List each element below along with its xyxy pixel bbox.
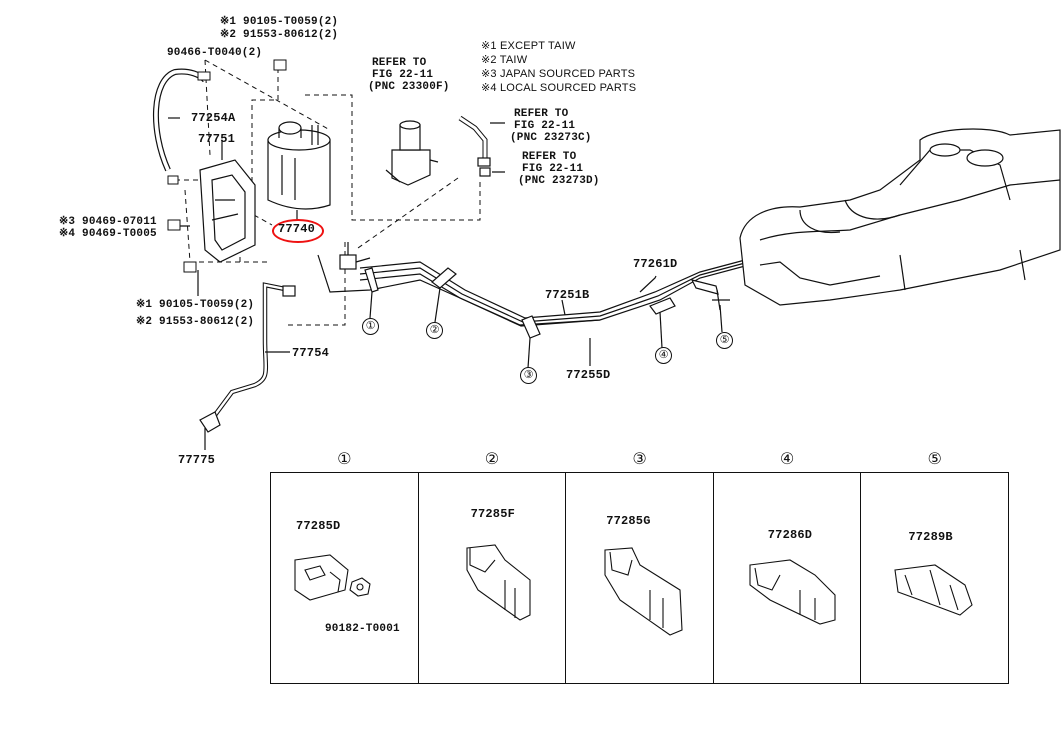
panel-5-number: ⑤	[927, 451, 942, 468]
label-77261D: 77261D	[633, 257, 678, 271]
label-top-bolt-2: ※2 91553-80612(2)	[220, 29, 339, 41]
label-bracket-4: ※4 90469-T0005	[59, 228, 157, 240]
refer-3-line2: FIG 22-11	[522, 163, 584, 175]
refer-1-line2: FIG 22-11	[372, 69, 434, 81]
label-77775: 77775	[178, 453, 216, 467]
panel-1-number: ①	[337, 451, 352, 468]
label-bottom-bolt-2: ※2 91553-80612(2)	[136, 316, 255, 328]
label-77255D: 77255D	[566, 368, 611, 382]
highlight-ring	[272, 219, 324, 243]
callout-3: ③	[520, 367, 537, 384]
panel-3-part: 77285G	[606, 514, 651, 528]
panel-2-part: 77285F	[470, 507, 516, 521]
refer-1-line3: (PNC 23300F)	[368, 81, 450, 93]
note-4: ※4 LOCAL SOURCED PARTS	[481, 82, 637, 94]
refer-3-line3: (PNC 23273D)	[518, 175, 600, 187]
panel-1-part: 77285D	[296, 519, 341, 533]
clamp-panel-2: ② 77285F	[419, 451, 567, 683]
callout-1: ①	[362, 318, 379, 335]
clamp-panel-3: ③ 77285G	[566, 451, 714, 683]
clamp-detail-table: ① 77285D 90182-T0001 ② 77285F ③ 77285G ④…	[270, 451, 1009, 684]
label-bracket-3: ※3 90469-07011	[59, 216, 157, 228]
label-77251B: 77251B	[545, 288, 590, 302]
clamp-panel-4: ④ 77286D	[714, 451, 862, 683]
label-77254A: 77254A	[191, 111, 236, 125]
note-3: ※3 JAPAN SOURCED PARTS	[481, 68, 636, 80]
refer-2-line3: (PNC 23273C)	[510, 132, 592, 144]
label-77740: 77740	[278, 222, 316, 236]
callout-2: ②	[426, 322, 443, 339]
label-77751: 77751	[198, 132, 236, 146]
panel-4-number: ④	[779, 451, 795, 468]
note-2: ※2 TAIW	[481, 54, 528, 66]
label-clamp-90466: 90466-T0040(2)	[167, 47, 263, 59]
panel-2-number: ②	[484, 451, 500, 468]
clamp-panel-5: ⑤ 77289B	[861, 451, 1008, 683]
refer-2-line1: REFER TO	[514, 108, 569, 120]
callout-5: ⑤	[716, 332, 733, 349]
label-top-bolt-1: ※1 90105-T0059(2)	[220, 16, 339, 28]
panel-4-part: 77286D	[767, 528, 813, 542]
panel-1-extra: 90182-T0001	[325, 623, 400, 635]
refer-1-line1: REFER TO	[372, 57, 427, 69]
refer-3-line1: REFER TO	[522, 151, 577, 163]
panel-5-part: 77289B	[908, 530, 953, 544]
panel-3-number: ③	[632, 451, 647, 468]
note-1: ※1 EXCEPT TAIW	[481, 40, 576, 52]
refer-2-line2: FIG 22-11	[514, 120, 576, 132]
label-77754: 77754	[292, 346, 330, 360]
label-bottom-bolt-1: ※1 90105-T0059(2)	[136, 299, 255, 311]
clamp-panel-1: ① 77285D 90182-T0001	[271, 451, 419, 683]
callout-4: ④	[655, 347, 672, 364]
